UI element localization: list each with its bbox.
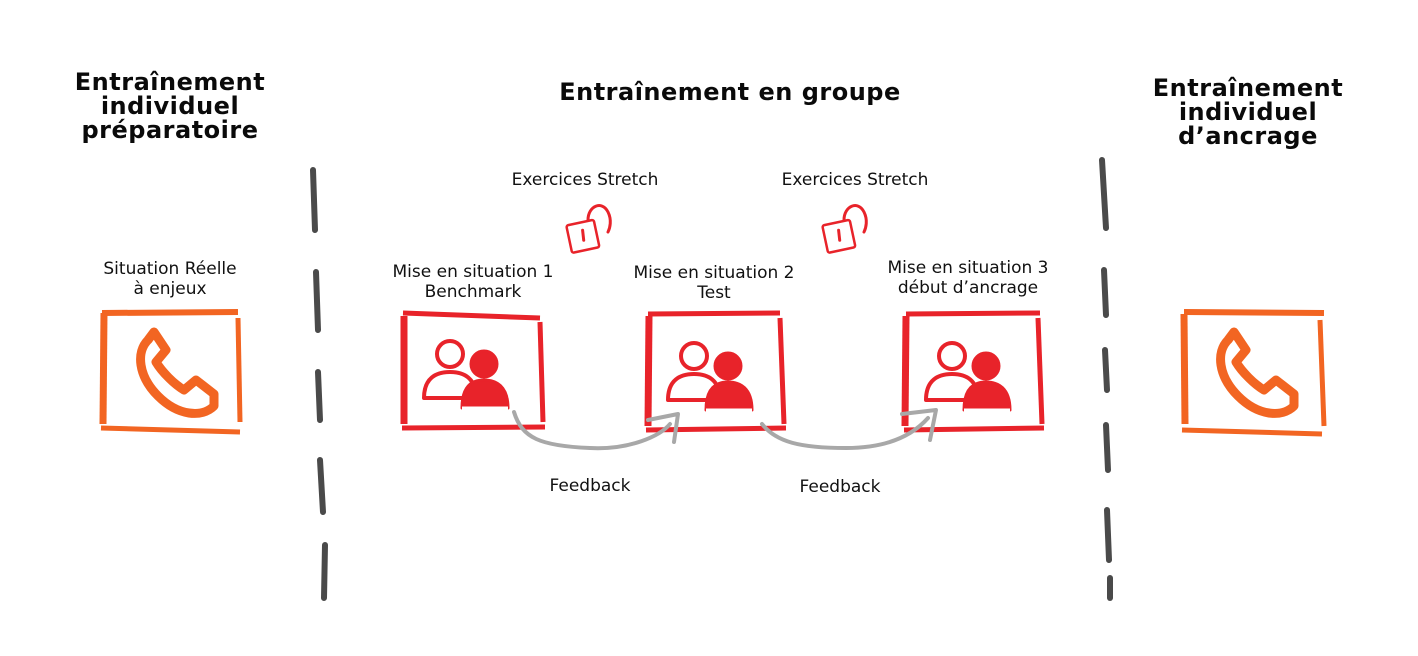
people-icon bbox=[666, 341, 754, 412]
label-line: Mise en situation 2 bbox=[633, 263, 795, 283]
card-situation-3 bbox=[901, 310, 1045, 433]
feedback-arrow-2 bbox=[760, 408, 938, 450]
label-line: début d’ancrage bbox=[897, 278, 1039, 298]
section-title-preparatory: Entraînement individuel préparatoire bbox=[10, 70, 330, 142]
label-line: à enjeux bbox=[133, 279, 207, 299]
feedback-arrow-1 bbox=[512, 410, 680, 451]
label-line: Benchmark bbox=[424, 282, 522, 302]
divider-right bbox=[1099, 157, 1113, 601]
section-title-line: d’ancrage bbox=[1178, 122, 1318, 150]
feedback-label-1: Feedback bbox=[549, 476, 631, 496]
section-title-line: Entraînement en groupe bbox=[559, 78, 901, 106]
section-title-group: Entraînement en groupe bbox=[530, 80, 930, 104]
label-line: Situation Réelle bbox=[103, 259, 237, 279]
section-title-line: préparatoire bbox=[81, 116, 259, 144]
card-real-situation bbox=[99, 309, 243, 435]
stretch-label-1: Exercices Stretch bbox=[511, 170, 659, 190]
divider-left bbox=[310, 167, 328, 601]
section-title-anchoring: Entraînement individuel d’ancrage bbox=[1088, 76, 1408, 148]
open-padlock-icon bbox=[820, 204, 868, 255]
situation-label-2: Mise en situation 2 Test bbox=[604, 263, 824, 303]
situation-label-1: Mise en situation 1 Benchmark bbox=[363, 262, 583, 302]
open-padlock-icon bbox=[564, 204, 612, 255]
stretch-label-2: Exercices Stretch bbox=[781, 170, 929, 190]
phone-icon bbox=[141, 332, 214, 413]
people-icon bbox=[924, 341, 1012, 412]
card-situation-2 bbox=[644, 310, 787, 433]
situation-label-3: Mise en situation 3 début d’ancrage bbox=[858, 258, 1078, 298]
label-line: Test bbox=[697, 283, 731, 303]
real-situation-label: Situation Réelle à enjeux bbox=[70, 259, 270, 299]
feedback-label-2: Feedback bbox=[799, 477, 881, 497]
card-anchoring bbox=[1180, 309, 1327, 437]
label-line: Mise en situation 1 bbox=[392, 262, 554, 282]
people-icon bbox=[422, 339, 510, 410]
phone-icon bbox=[1221, 332, 1294, 413]
section-title-line: Entraînement individuel bbox=[1152, 74, 1344, 126]
label-line: Mise en situation 3 bbox=[887, 258, 1049, 278]
section-title-line: Entraînement individuel bbox=[74, 68, 266, 120]
